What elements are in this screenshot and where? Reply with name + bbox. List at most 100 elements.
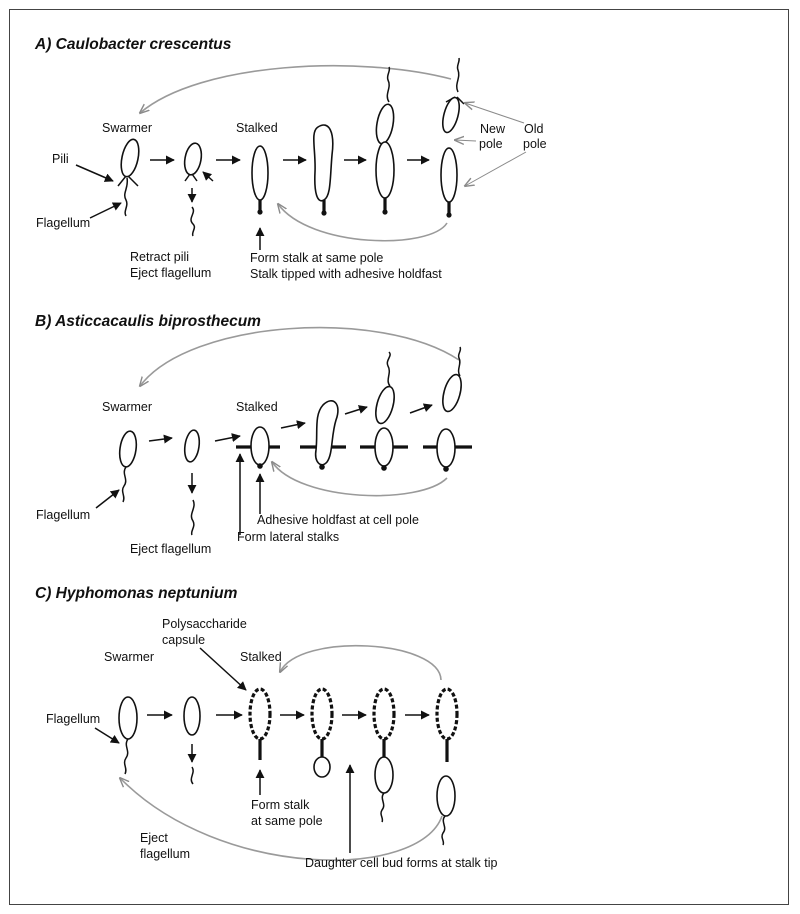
daughter-flagellum bbox=[455, 57, 460, 93]
panel-b-flagellum-label: Flagellum bbox=[36, 508, 90, 522]
eject-label-line2: flagellum bbox=[140, 847, 190, 861]
flagellum-pointer bbox=[94, 727, 120, 744]
panel-b-cycle-return-arrow bbox=[140, 326, 460, 386]
step-arrow bbox=[148, 434, 173, 444]
pili bbox=[117, 175, 139, 187]
new-pole-pointer bbox=[455, 140, 477, 141]
holdfast bbox=[257, 463, 263, 469]
holdfast bbox=[443, 466, 449, 472]
eject-label-line1: Eject bbox=[140, 831, 168, 845]
panel-a-stalked-return-arrow bbox=[278, 204, 448, 242]
panel-a-separating-cells bbox=[440, 57, 465, 218]
released-flagellum bbox=[441, 815, 446, 846]
daughter-bud-label: Daughter cell bud forms at stalk tip bbox=[305, 856, 497, 870]
panel-a-retracting-cell bbox=[183, 142, 214, 237]
bud-flagellum bbox=[380, 792, 385, 823]
new-pole-label-line2: pole bbox=[479, 137, 503, 151]
ejected-flagellum bbox=[190, 766, 194, 785]
holdfast bbox=[257, 209, 263, 215]
flagellum-pointer bbox=[95, 489, 120, 509]
holdfast bbox=[382, 209, 388, 215]
panel-c-released-cells bbox=[435, 687, 459, 846]
panel-c-stalked-return-arrow bbox=[280, 644, 442, 681]
capsule-pointer bbox=[199, 647, 247, 691]
panel-c-stalked-label: Stalked bbox=[240, 650, 282, 664]
panel-a-title: A) Caulobacter crescentus bbox=[34, 36, 232, 53]
old-pole-label-line1: Old bbox=[524, 122, 544, 136]
holdfast bbox=[319, 464, 325, 470]
panel-a-swarmer-label: Swarmer bbox=[102, 121, 152, 135]
panel-b-stalked-cell bbox=[236, 426, 280, 469]
pili bbox=[184, 173, 198, 182]
daughter-flagellum bbox=[457, 346, 462, 377]
old-pole-pointer-mother bbox=[465, 151, 527, 186]
panel-b-stalked-label: Stalked bbox=[236, 400, 278, 414]
flagellum-pointer bbox=[89, 202, 122, 219]
form-stalk-label-line2: at same pole bbox=[251, 814, 323, 828]
panel-b-separating-cells bbox=[423, 346, 472, 472]
polysaccharide-capsule bbox=[435, 687, 459, 741]
holdfast bbox=[381, 465, 387, 471]
polysaccharide-capsule bbox=[310, 687, 334, 741]
capsule-label-line2: capsule bbox=[162, 633, 205, 647]
panel-c-ejecting-cell bbox=[183, 696, 201, 785]
flagellum-label: Flagellum bbox=[36, 216, 90, 230]
panel-c-stalked-cell bbox=[248, 687, 272, 760]
step-arrow bbox=[409, 403, 433, 414]
panel-b-swarmer-label: Swarmer bbox=[102, 400, 152, 414]
panel-b-ejecting-cell bbox=[183, 429, 201, 536]
step-arrow bbox=[344, 405, 368, 415]
retract-arrow bbox=[202, 171, 214, 182]
flagellum bbox=[121, 466, 127, 503]
step-arrow bbox=[280, 420, 306, 430]
polysaccharide-capsule bbox=[372, 687, 396, 741]
panel-b-elongated-cell bbox=[300, 400, 346, 470]
ejected-flagellum bbox=[190, 206, 196, 237]
ejected-flagellum bbox=[190, 499, 195, 536]
flagellum bbox=[124, 177, 129, 217]
pili-label: Pili bbox=[52, 152, 69, 166]
daughter-bud bbox=[374, 756, 394, 794]
panel-c-growing-bud-cell bbox=[372, 687, 396, 823]
stalk-tipped-label: Stalk tipped with adhesive holdfast bbox=[250, 267, 442, 281]
panel-b-swarmer-cell bbox=[118, 430, 138, 503]
adhesive-holdfast-label: Adhesive holdfast at cell pole bbox=[257, 513, 419, 527]
panel-c-swarmer-cell bbox=[118, 696, 138, 775]
retract-pili-label: Retract pili bbox=[130, 250, 189, 264]
panel-a-cycle-return-arrow bbox=[140, 64, 452, 113]
lateral-stalks-label: Form lateral stalks bbox=[237, 530, 339, 544]
old-pole-label-line2: pole bbox=[523, 137, 547, 151]
released-swarmer bbox=[436, 775, 456, 817]
form-stalk-label: Form stalk at same pole bbox=[250, 251, 383, 265]
new-pole-label-line1: New bbox=[480, 122, 506, 136]
flagellum bbox=[123, 738, 129, 775]
panel-b-stalked-return-arrow bbox=[272, 462, 448, 497]
new-flagellum bbox=[386, 351, 391, 387]
form-stalk-label-line1: Form stalk bbox=[251, 798, 310, 812]
pili-pointer bbox=[75, 164, 114, 182]
panel-c-title: C) Hyphomonas neptunium bbox=[35, 585, 238, 602]
polysaccharide-capsule bbox=[248, 687, 272, 741]
panel-c-flagellum-label: Flagellum bbox=[46, 712, 100, 726]
old-pole-pointer-daughter bbox=[465, 103, 525, 124]
panel-a-swarmer-cell bbox=[117, 138, 140, 217]
panel-a-stalked-label: Stalked bbox=[236, 121, 278, 135]
panel-b-eject-label: Eject flagellum bbox=[130, 542, 211, 556]
eject-flagellum-label: Eject flagellum bbox=[130, 266, 211, 280]
panel-a-stalked-cell bbox=[251, 145, 269, 215]
figure-frame bbox=[9, 9, 789, 905]
panel-b-dividing-cell bbox=[360, 351, 408, 471]
step-arrow bbox=[214, 433, 241, 443]
panel-a-elongated-cell bbox=[312, 124, 334, 216]
panel-b: B) Asticcacaulis biprosthecum Swarmer St… bbox=[35, 313, 472, 556]
holdfast bbox=[321, 210, 327, 216]
holdfast bbox=[446, 212, 452, 218]
panel-c-cycle-return-arrow bbox=[120, 778, 443, 861]
panel-c-budding-cell bbox=[310, 687, 334, 778]
panel-c-swarmer-label: Swarmer bbox=[104, 650, 154, 664]
panel-a-dividing-cell bbox=[375, 66, 395, 215]
new-flagellum bbox=[386, 66, 391, 103]
panel-c: C) Hyphomonas neptunium Polysaccharide c… bbox=[35, 585, 497, 870]
panel-a: A) Caulobacter crescentus Swarmer Stalke… bbox=[34, 36, 547, 281]
